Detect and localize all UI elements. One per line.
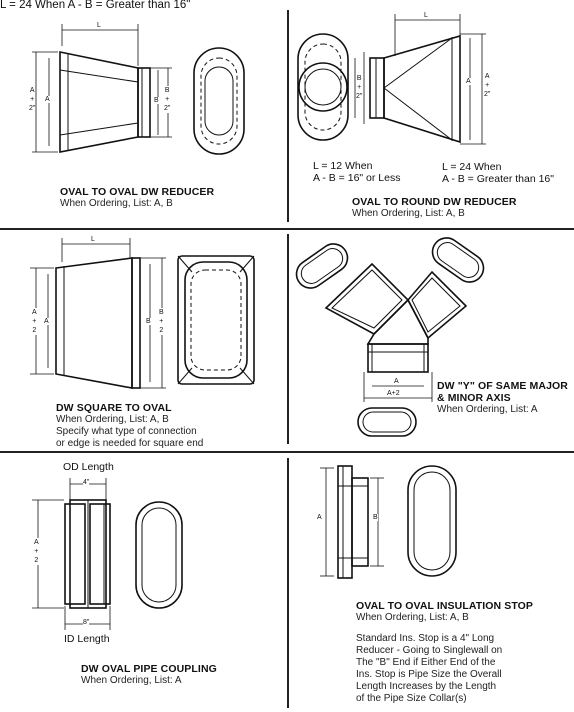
square-a2-label: A + 2 xyxy=(32,308,37,335)
reducer1-b2-label: B + 2" xyxy=(164,86,171,113)
reducer2-a-label: A xyxy=(466,78,471,85)
reducer2-note-left-2: A - B = 16" or Less xyxy=(313,172,401,184)
insulation-stop-ordering: When Ordering, List: A, B xyxy=(356,612,469,623)
oval-to-round-reducer-title: OVAL TO ROUND DW REDUCER xyxy=(352,196,517,208)
reducer2-note-left-1: L = 12 When xyxy=(313,160,373,172)
square-l-label: L xyxy=(91,236,95,243)
y-a2-label: A+2 xyxy=(387,390,400,397)
pipe-coupling-ordering: When Ordering, List: A xyxy=(81,675,182,686)
reducer1-b-label: B xyxy=(154,97,159,104)
coupling-id-length: ID Length xyxy=(64,633,110,645)
coupling-od-length: OD Length xyxy=(63,461,114,473)
square-b2-label: B + 2 xyxy=(159,308,164,335)
oval-to-oval-reducer-ordering: When Ordering, List: A, B xyxy=(60,198,173,209)
insulation-b-label: B xyxy=(373,514,378,521)
divider-vertical-2 xyxy=(287,234,289,444)
divider-horizontal-2 xyxy=(0,451,574,453)
divider-vertical-1 xyxy=(287,10,289,222)
coupling-a2-label: A + 2 xyxy=(34,538,39,565)
insulation-a-label: A xyxy=(317,514,322,521)
y-ordering: When Ordering, List: A xyxy=(437,404,538,415)
square-to-oval-note-1: Specify what type of connection xyxy=(56,426,197,437)
insulation-stop-note-6: of the Pipe Size Collar(s) xyxy=(356,693,467,704)
reducer1-l-label: L xyxy=(97,22,101,29)
y-title-line-2: & MINOR AXIS xyxy=(437,392,511,404)
square-to-oval-note-2: or edge is needed for square end xyxy=(56,438,204,449)
reducer2-a2-label: A + 2" xyxy=(484,72,491,99)
reducer2-note-right-2: A - B = Greater than 16" xyxy=(442,173,554,185)
insulation-stop-note-4: Ins. Stop is Pipe Size the Overall xyxy=(356,669,502,680)
reducer2-b2-label: B + 2" xyxy=(356,74,363,101)
pipe-coupling-title: DW OVAL PIPE COUPLING xyxy=(81,663,217,675)
reducer2-note-right-1: L = 24 When xyxy=(442,161,502,173)
oval-to-round-reducer-ordering: When Ordering, List: A, B xyxy=(352,208,465,219)
insulation-stop-note-2: Reducer - Going to Singlewall on xyxy=(356,645,503,656)
oval-to-oval-reducer-title: OVAL TO OVAL DW REDUCER xyxy=(60,186,215,198)
square-to-oval-ordering: When Ordering, List: A, B xyxy=(56,414,169,425)
insulation-stop-note-1: Standard Ins. Stop is a 4" Long xyxy=(356,633,495,644)
square-b-label: B xyxy=(146,318,151,325)
top-note: L = 24 When A - B = Greater than 16" xyxy=(0,0,191,11)
y-a-label: A xyxy=(394,378,399,385)
divider-horizontal-1 xyxy=(0,228,574,230)
reducer1-a-label: A xyxy=(45,96,50,103)
insulation-stop-title: OVAL TO OVAL INSULATION STOP xyxy=(356,600,534,612)
square-to-oval-title: DW SQUARE TO OVAL xyxy=(56,402,172,414)
divider-vertical-3 xyxy=(287,458,289,708)
reducer1-a2-label: A + 2" xyxy=(29,86,36,113)
insulation-stop-note-5: Length Increases by the Length xyxy=(356,681,497,692)
coupling-4in-label: 4" xyxy=(83,479,90,486)
reducer2-l-label: L xyxy=(424,12,428,19)
y-title-line-1: DW "Y" OF SAME MAJOR xyxy=(437,380,568,392)
square-a-label: A xyxy=(44,318,49,325)
coupling-8in-label: 8" xyxy=(83,619,90,626)
insulation-stop-note-3: The "B" End if Either End of the xyxy=(356,657,496,668)
